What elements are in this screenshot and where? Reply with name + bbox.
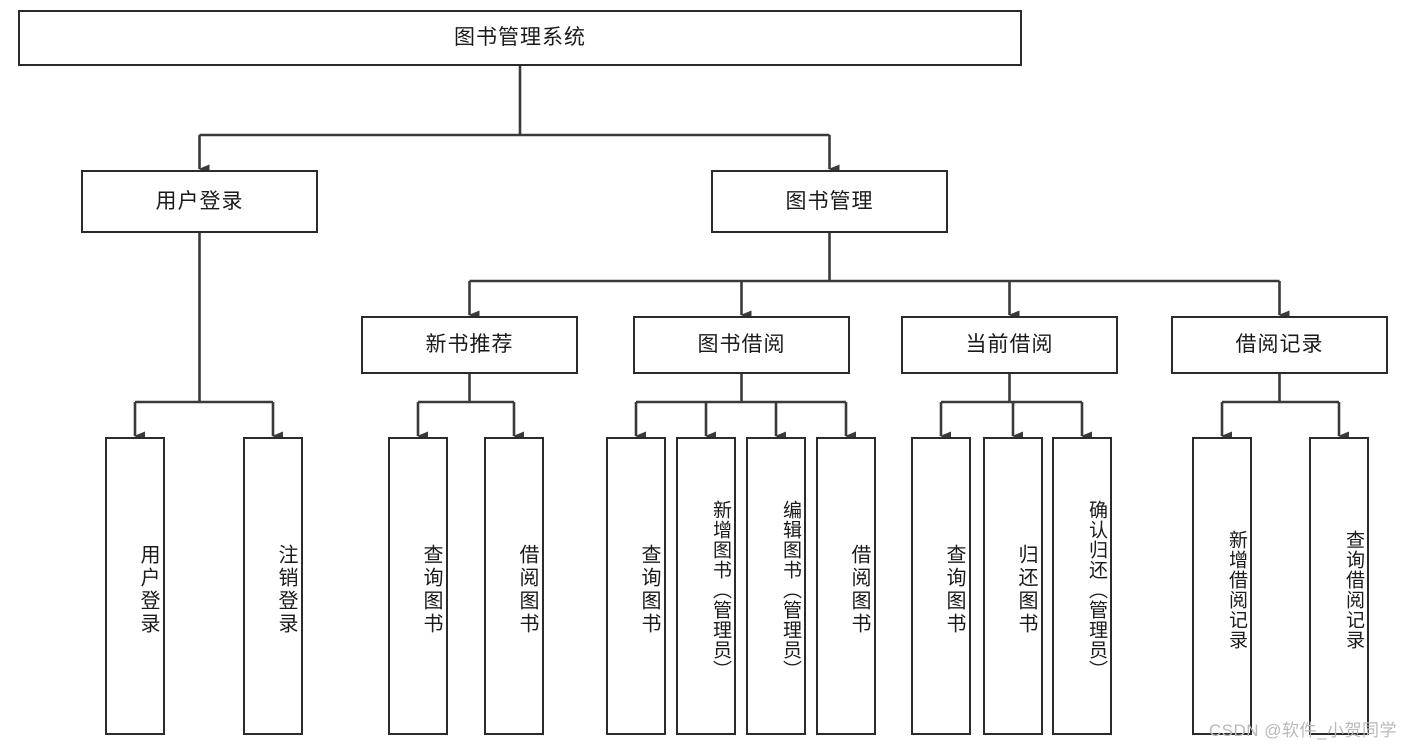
node-label: 查询图书 — [943, 544, 965, 636]
node-label: 当前借阅 — [965, 333, 1054, 357]
node-records[interactable]: 借阅记录 — [1171, 316, 1388, 374]
node-label: 图书借阅 — [697, 333, 786, 357]
node-label: 新增图书（管理员） — [710, 500, 731, 680]
watermark-text: CSDN @软件_小贺同学 — [1208, 721, 1397, 740]
node-b-edit[interactable]: 编辑图书（管理员） — [746, 437, 806, 735]
node-b-query[interactable]: 查询图书 — [606, 437, 666, 735]
node-label: 新书推荐 — [425, 333, 514, 357]
node-b-lend[interactable]: 借阅图书 — [816, 437, 876, 735]
node-label: 查询图书 — [638, 544, 660, 636]
node-n-borrow[interactable]: 借阅图书 — [484, 437, 544, 735]
node-label: 用户登录 — [137, 544, 159, 636]
node-label: 新增借阅记录 — [1226, 530, 1247, 650]
node-l-login[interactable]: 用户登录 — [105, 437, 165, 735]
node-bookmgmt[interactable]: 图书管理 — [711, 170, 948, 233]
node-label: 借阅图书 — [516, 544, 538, 636]
node-login[interactable]: 用户登录 — [81, 170, 318, 233]
node-r-query[interactable]: 查询借阅记录 — [1309, 437, 1369, 735]
node-label: 确认归还（管理员） — [1086, 500, 1107, 680]
node-label: 查询图书 — [420, 544, 442, 636]
node-l-logout[interactable]: 注销登录 — [243, 437, 303, 735]
node-c-confirm[interactable]: 确认归还（管理员） — [1052, 437, 1112, 735]
node-root[interactable]: 图书管理系统 — [18, 10, 1022, 66]
node-r-add[interactable]: 新增借阅记录 — [1192, 437, 1252, 735]
node-newbook[interactable]: 新书推荐 — [361, 316, 578, 374]
node-label: 借阅图书 — [848, 544, 870, 636]
node-n-query[interactable]: 查询图书 — [388, 437, 448, 735]
node-label: 图书管理 — [785, 189, 874, 213]
node-label: 图书管理系统 — [454, 26, 586, 50]
node-label: 编辑图书（管理员） — [780, 500, 801, 680]
node-c-query[interactable]: 查询图书 — [911, 437, 971, 735]
connector-lines — [133, 66, 1349, 441]
node-label: 用户登录 — [155, 189, 244, 213]
node-current[interactable]: 当前借阅 — [901, 316, 1118, 374]
node-label: 查询借阅记录 — [1343, 530, 1364, 650]
node-borrow[interactable]: 图书借阅 — [633, 316, 850, 374]
node-b-add[interactable]: 新增图书（管理员） — [676, 437, 736, 735]
node-label: 归还图书 — [1015, 544, 1037, 636]
node-label: 注销登录 — [275, 544, 297, 636]
node-label: 借阅记录 — [1235, 333, 1324, 357]
node-c-return[interactable]: 归还图书 — [983, 437, 1043, 735]
